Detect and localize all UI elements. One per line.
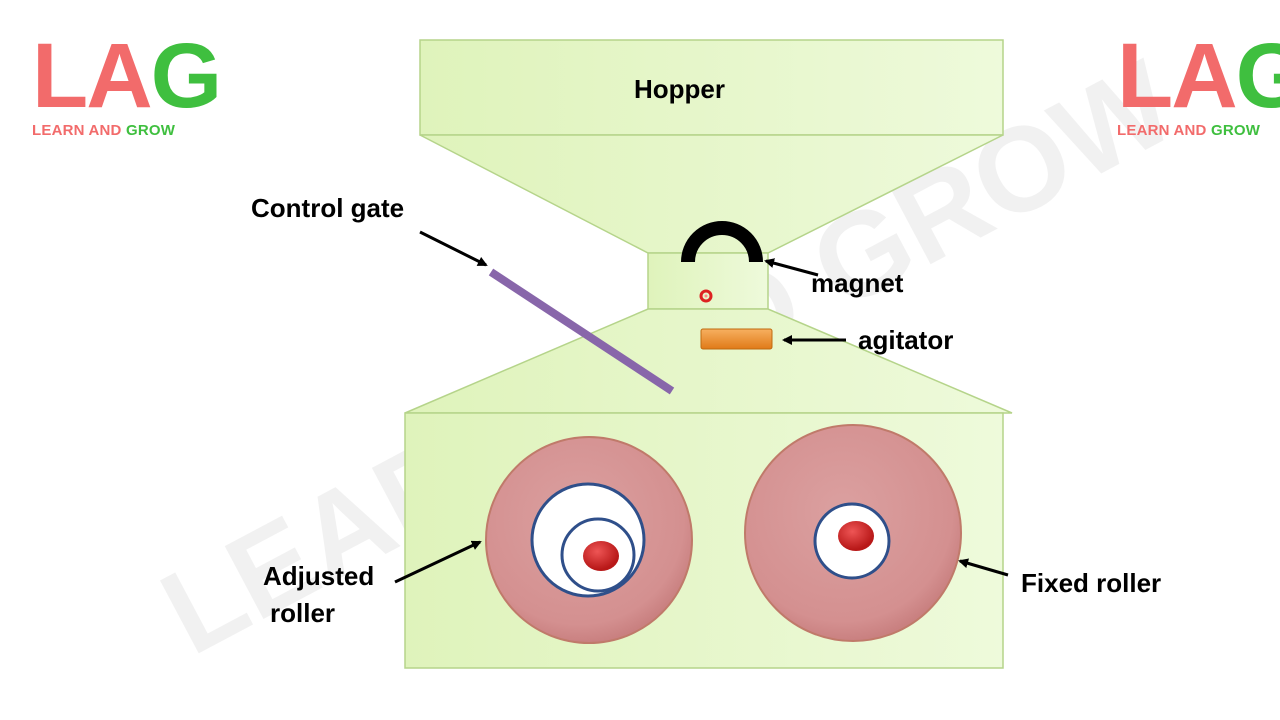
logo-tagline-green: GROW [125, 122, 176, 139]
indicator-dot-center [704, 294, 708, 298]
agitator-bar [700, 328, 773, 350]
logo-letter-g: G [1235, 25, 1280, 127]
logo-letter-l: L [32, 25, 88, 127]
adjusted-roller-label-line2: roller [270, 598, 336, 628]
logo-letter-g: G [150, 25, 223, 127]
logo-letters: LAG [1117, 30, 1280, 122]
fixed-roller-arrow [958, 558, 1009, 577]
control-gate-bar [488, 268, 675, 395]
logo-letter-a: A [1171, 25, 1237, 127]
hopper-box [419, 39, 1004, 136]
control-gate-label: Control gate [251, 193, 405, 223]
logo-tagline-red: LEARN AND [32, 122, 122, 139]
magnet-label: magnet [811, 268, 904, 298]
logo-right: LAG LEARN AND GROW [1117, 30, 1280, 139]
logo-tagline: LEARN AND GROW [32, 122, 202, 139]
logo-tagline-green: GROW [1210, 122, 1261, 139]
fixed-roller-hub [838, 521, 874, 551]
logo-tagline: LEARN AND GROW [1117, 122, 1280, 139]
logo-tagline-red: LEARN AND [1117, 122, 1207, 139]
magnet-icon [681, 221, 763, 263]
adjusted-roller-hub [583, 541, 619, 571]
logo-letter-a: A [86, 25, 152, 127]
adjusted-roller-arrow [394, 540, 482, 584]
fixed-roller-label: Fixed roller [1021, 568, 1162, 598]
adjusted-roller-label-line1: Adjusted [263, 561, 375, 591]
indicator-dot [699, 289, 713, 303]
agitator-label: agitator [858, 325, 954, 355]
magnet-arrow [764, 258, 819, 277]
logo-letter-l: L [1117, 25, 1173, 127]
feed-chamber [404, 308, 1013, 414]
logo-letters: LAG [32, 30, 222, 122]
control-gate-arrow [419, 230, 488, 267]
logo-left: LAG LEARN AND GROW [32, 30, 222, 139]
hopper-label: Hopper [634, 74, 725, 104]
